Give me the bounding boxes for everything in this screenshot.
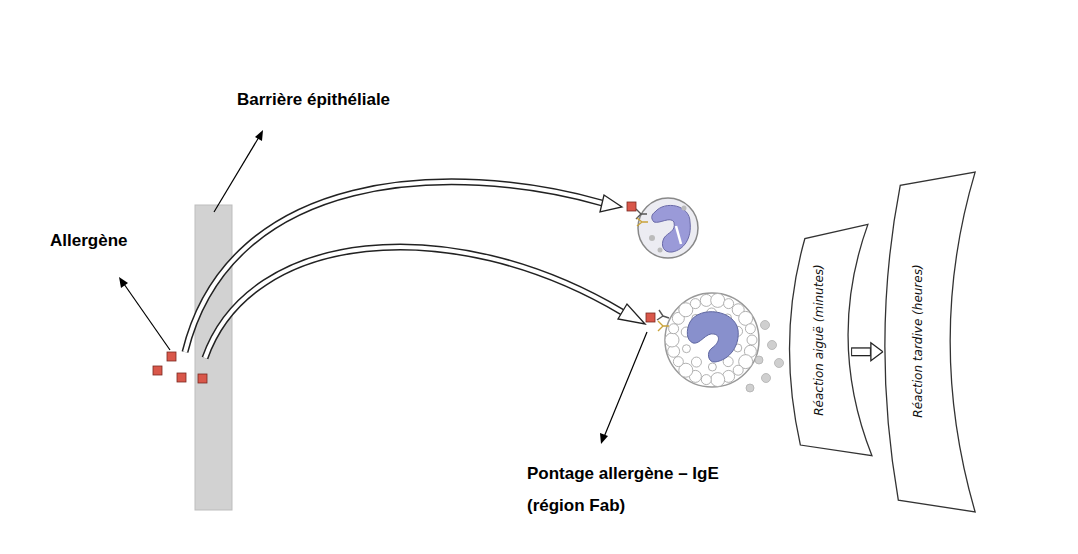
arrow-shaft-fill xyxy=(852,349,870,355)
granule xyxy=(711,373,725,387)
leader-lines xyxy=(119,130,647,444)
granule xyxy=(691,357,701,367)
band-text: Réaction tardive (heures) xyxy=(911,264,925,417)
mast-cell xyxy=(646,293,784,392)
ige-receptor xyxy=(657,310,669,331)
granule xyxy=(711,293,725,307)
granule xyxy=(747,335,757,345)
granule xyxy=(745,324,755,334)
granule xyxy=(673,357,683,367)
migration-arrows xyxy=(185,182,645,358)
ige-receptor xyxy=(636,209,648,226)
granule xyxy=(682,345,690,353)
band-outline xyxy=(786,222,876,458)
granule xyxy=(690,299,700,309)
granule xyxy=(701,375,711,385)
callout-label: Barrière épithéliale xyxy=(237,84,497,116)
arrow-head xyxy=(871,343,883,361)
arrow-shaft xyxy=(851,347,871,356)
granule xyxy=(739,311,753,325)
band-text: Réaction aiguë (minutes) xyxy=(812,264,826,416)
reaction-band: Réaction tardive (heures) xyxy=(882,168,978,514)
granule xyxy=(665,333,679,347)
granule xyxy=(733,365,743,375)
reaction-band: Réaction aiguë (minutes) xyxy=(786,222,876,458)
callout-label: Allergène xyxy=(50,225,190,257)
granule xyxy=(724,299,734,309)
cell-granules xyxy=(665,293,757,386)
bound-allergen xyxy=(646,313,655,322)
released-granules xyxy=(746,321,784,393)
allergen-particles xyxy=(153,352,207,383)
epithelial-barrier xyxy=(195,205,232,510)
bound-allergen xyxy=(627,202,636,211)
granule xyxy=(708,363,716,371)
band-shape xyxy=(790,224,872,455)
band-shape xyxy=(885,172,975,512)
band-outline xyxy=(882,168,978,514)
callout-label: Pontage allergène – IgE (région Fab) xyxy=(527,458,767,522)
basophil-cell xyxy=(627,198,698,258)
reaction-arrow xyxy=(851,343,883,361)
granule xyxy=(669,324,679,334)
